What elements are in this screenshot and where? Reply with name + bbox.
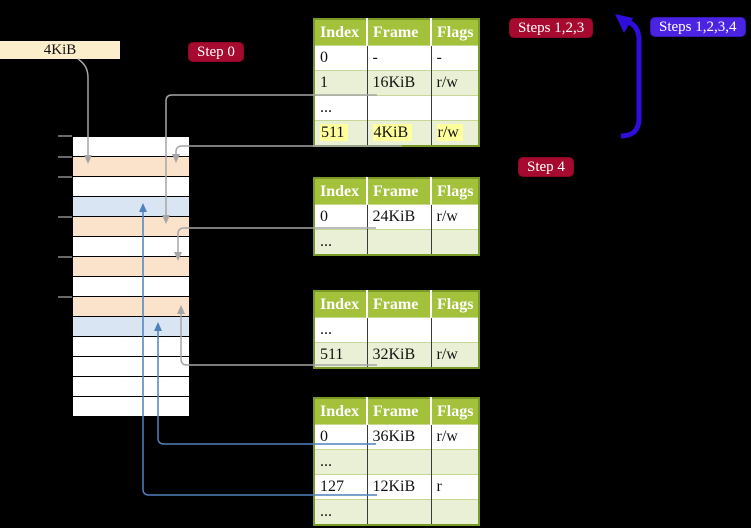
table-row: ... xyxy=(314,449,479,475)
table-cell xyxy=(366,317,431,343)
table-cell: 511 xyxy=(314,342,367,368)
memory-frame-row xyxy=(72,177,190,197)
recursive-loop-arrow xyxy=(615,14,642,139)
badge-steps-1-2-3-4: Steps 1,2,3,4 xyxy=(650,17,746,37)
column-header: Flags xyxy=(430,398,479,425)
badge-steps-1-2-3: Steps 1,2,3 xyxy=(509,18,594,38)
table-cell xyxy=(366,229,431,255)
table-cell: r/w xyxy=(430,120,479,146)
table-row: ... xyxy=(314,317,479,343)
memory-frame-row xyxy=(72,317,190,337)
table-cell xyxy=(430,317,479,343)
memory-frame-row xyxy=(72,237,190,257)
table-row: 511 4KiB r/w xyxy=(314,120,479,146)
table-cell: 0 xyxy=(314,204,367,230)
table-cell xyxy=(430,95,479,121)
memory-frame-row xyxy=(72,157,190,177)
table-cell xyxy=(366,499,431,525)
table-cell: 24KiB xyxy=(366,204,431,230)
highlighted-value: 511 xyxy=(320,124,349,141)
table-cell: 16KiB xyxy=(366,70,431,96)
memory-frame-row xyxy=(72,297,190,317)
table-cell: 511 xyxy=(314,120,367,146)
physical-memory-column xyxy=(72,136,190,417)
column-header: Index xyxy=(314,398,367,425)
table-cell xyxy=(430,499,479,525)
table-cell: 0 xyxy=(314,45,367,71)
table-cell: ... xyxy=(314,449,367,475)
table-cell: 36KiB xyxy=(366,424,431,450)
table-cell: 1 xyxy=(314,70,367,96)
table-row: 0-- xyxy=(314,45,479,71)
column-header: Index xyxy=(314,178,367,205)
table-cell xyxy=(366,95,431,121)
column-header: Frame xyxy=(366,178,431,205)
table-cell: r xyxy=(430,474,479,500)
memory-frame-row xyxy=(72,397,190,417)
memory-frame-row xyxy=(72,137,190,157)
table-row: ... xyxy=(314,499,479,525)
column-header: Index xyxy=(314,19,367,46)
table-cell: ... xyxy=(314,499,367,525)
memory-frame-row xyxy=(72,337,190,357)
table-row: ... xyxy=(314,229,479,255)
table-cell: - xyxy=(430,45,479,71)
table-row: ... xyxy=(314,95,479,121)
badge-step-4: Step 4 xyxy=(518,157,574,177)
memory-frame-row xyxy=(72,197,190,217)
table-cell xyxy=(366,449,431,475)
table-cell: ... xyxy=(314,317,367,343)
table-cell: 32KiB xyxy=(366,342,431,368)
table-cell: r/w xyxy=(430,342,479,368)
column-header: Flags xyxy=(430,178,479,205)
highlighted-value: 4KiB xyxy=(372,124,413,141)
memory-frame-row xyxy=(72,217,190,237)
table-cell: r/w xyxy=(430,204,479,230)
frame-size-label: 4KiB xyxy=(0,41,120,59)
badge-step-0: Step 0 xyxy=(188,42,244,62)
highlighted-value: r/w xyxy=(436,124,463,141)
table-cell: 0 xyxy=(314,424,367,450)
table-cell: r/w xyxy=(430,424,479,450)
memory-frame-row xyxy=(72,277,190,297)
table-cell: 12KiB xyxy=(366,474,431,500)
column-header: Frame xyxy=(366,19,431,46)
table-cell xyxy=(430,449,479,475)
table-cell xyxy=(430,229,479,255)
column-header: Index xyxy=(314,291,367,318)
table-cell: ... xyxy=(314,95,367,121)
column-header: Flags xyxy=(430,291,479,318)
table-cell: 127 xyxy=(314,474,367,500)
table-cell: r/w xyxy=(430,70,479,96)
column-header: Frame xyxy=(366,291,431,318)
memory-frame-row xyxy=(72,257,190,277)
memory-address-ticks xyxy=(58,135,72,298)
arrow-entry511-to-4kib-frame xyxy=(175,145,402,154)
table-cell: - xyxy=(366,45,431,71)
table-cell: 4KiB xyxy=(366,120,431,146)
memory-frame-row xyxy=(72,377,190,397)
table-cell: ... xyxy=(314,229,367,255)
column-header: Flags xyxy=(430,19,479,46)
memory-frame-row xyxy=(72,357,190,377)
column-header: Frame xyxy=(366,398,431,425)
